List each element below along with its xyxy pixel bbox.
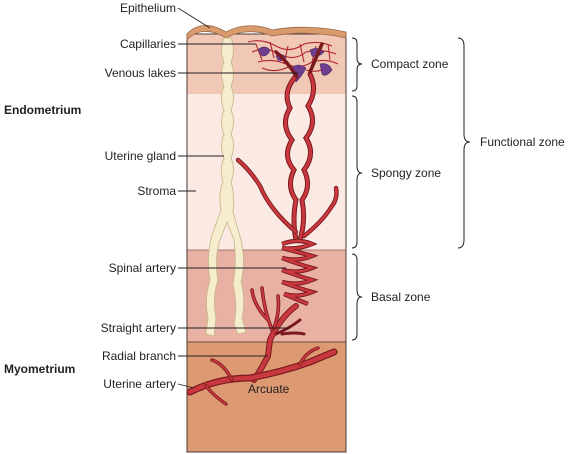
straight-arteries bbox=[250, 286, 306, 383]
label-uterine-gland: Uterine gland bbox=[104, 149, 176, 163]
label-venous-lakes: Venous lakes bbox=[104, 66, 176, 80]
basal-zone-brace bbox=[351, 253, 363, 341]
leader-epithelium bbox=[177, 7, 211, 29]
label-epithelium: Epithelium bbox=[119, 1, 176, 15]
label-arcuate: Arcuate bbox=[248, 382, 290, 396]
label-spinal-artery: Spinal artery bbox=[108, 261, 176, 275]
label-capillaries: Capillaries bbox=[119, 37, 176, 51]
label-stroma: Stroma bbox=[137, 184, 176, 198]
spiral-arteries bbox=[235, 42, 339, 243]
arcuate-artery bbox=[186, 346, 338, 406]
label-myometrium: Myometrium bbox=[4, 362, 76, 376]
leader-lines bbox=[177, 7, 298, 389]
label-basal-zone: Basal zone bbox=[371, 290, 431, 304]
spiral-artery-coil bbox=[281, 238, 319, 307]
spongy-zone-brace bbox=[351, 95, 363, 249]
label-spongy-zone: Spongy zone bbox=[371, 166, 442, 180]
zone-braces bbox=[351, 37, 471, 341]
label-endometrium: Endometrium bbox=[4, 103, 82, 117]
label-straight-artery: Straight artery bbox=[100, 321, 176, 335]
label-compact-zone: Compact zone bbox=[371, 57, 449, 71]
functional-zone-brace bbox=[457, 37, 471, 249]
label-uterine-artery: Uterine artery bbox=[103, 377, 176, 391]
compact-zone-brace bbox=[351, 37, 363, 92]
leader-uterine-artery bbox=[177, 383, 195, 389]
label-radial-branch: Radial branch bbox=[101, 349, 176, 363]
spongy-zone-layer bbox=[187, 94, 346, 250]
label-functional-zone: Functional zone bbox=[480, 135, 565, 149]
uterine-gland bbox=[205, 37, 247, 337]
